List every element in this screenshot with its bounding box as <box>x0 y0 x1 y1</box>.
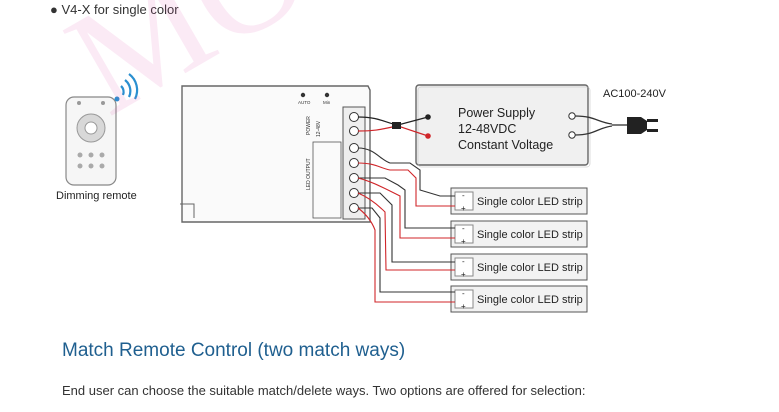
ac-terminal-1 <box>568 112 576 120</box>
power-supply-line2: 12-48VDC <box>458 122 516 136</box>
led-strip-label-2: Single color LED strip <box>477 229 583 241</box>
led-strip-label-1: Single color LED strip <box>477 196 583 208</box>
ac-input-label: AC100-240V <box>603 88 667 100</box>
controller-label-auto: AUTO <box>298 100 311 105</box>
controller-label-led-output: LED OUTPUT <box>306 158 312 190</box>
dimming-remote <box>65 96 117 186</box>
power-supply-line3: Constant Voltage <box>458 138 553 152</box>
led-strip-2 <box>450 220 588 248</box>
strip-2-plus: + <box>461 237 466 246</box>
led-strip-label-4: Single color LED strip <box>477 294 583 306</box>
strip-1-plus: + <box>461 204 466 213</box>
ac-cable <box>574 115 627 136</box>
power-supply-line1: Power Supply <box>458 106 536 120</box>
ac-plug-icon <box>627 117 658 134</box>
terminal-screws <box>349 112 359 213</box>
led-strip-label-3: Single color LED strip <box>477 262 583 274</box>
led-strip-3 <box>450 253 588 281</box>
strip-4-plus: + <box>461 302 466 311</box>
wiring-diagram: Dimming remote AUTO Min POWER 12-48V LED… <box>56 73 667 313</box>
controller-unit: AUTO Min POWER 12-48V LED OUTPUT <box>180 85 371 223</box>
strip-2-minus: - <box>462 224 465 233</box>
strip-1-minus: - <box>462 191 465 200</box>
wireless-signal-icon <box>114 73 139 102</box>
remote-label: Dimming remote <box>56 190 137 202</box>
bullet-icon: ● <box>50 2 58 17</box>
led-strip-1 <box>450 187 588 215</box>
power-supply-box: Power Supply 12-48VDC Constant Voltage <box>415 84 591 168</box>
strip-3-minus: - <box>462 257 465 266</box>
led-output-wires <box>357 147 455 303</box>
match-remote-heading: Match Remote Control (two match ways) <box>62 340 406 361</box>
min-led-icon <box>324 92 330 98</box>
controller-label-voltage: 12-48V <box>316 120 322 137</box>
controller-label-power: POWER <box>306 116 312 135</box>
match-description: End user can choose the suitable match/d… <box>62 383 586 398</box>
dc-power-wires <box>357 116 429 137</box>
controller-label-min: Min <box>323 100 331 105</box>
led-strip-4 <box>450 285 588 313</box>
ac-terminal-2 <box>568 131 576 139</box>
strip-3-plus: + <box>461 270 466 279</box>
strip-4-minus: - <box>462 289 465 298</box>
section-heading-text: V4-X for single color <box>61 2 179 17</box>
section-heading: ● V4-X for single color <box>50 2 179 17</box>
auto-led-icon <box>300 92 306 98</box>
